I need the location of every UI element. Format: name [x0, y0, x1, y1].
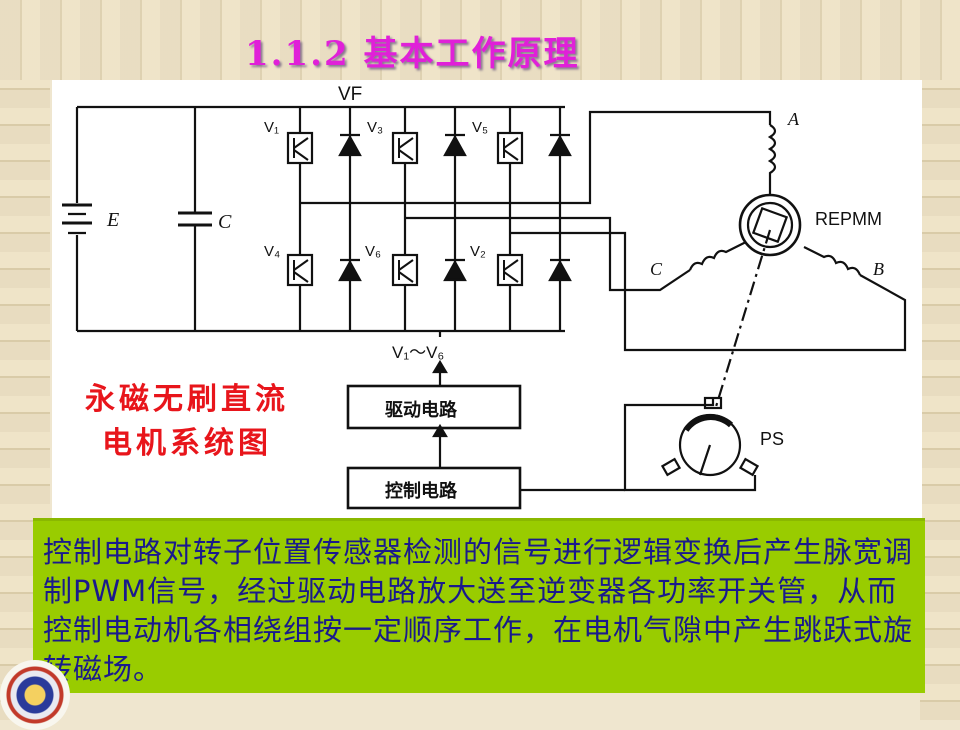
sensor-label: PS — [760, 429, 784, 449]
system-label-line-1: 永磁无刷直流 — [85, 382, 289, 417]
position-sensor: PS — [623, 396, 784, 492]
switch-label-4: V₄ — [264, 243, 280, 260]
switch-label-5: V₅ — [472, 119, 488, 136]
switch-label-2: V₂ — [470, 243, 486, 260]
phase-c-label: C — [650, 259, 663, 279]
system-label-line-2: 电机系统图 — [102, 426, 272, 461]
switch-label-6: V₆ — [365, 243, 381, 260]
motor-repmm: A C B REPMM — [650, 109, 884, 279]
drive-circuit-box: 驱动电路 — [346, 384, 522, 430]
capacitor-c: C — [178, 107, 232, 331]
phase-leads — [350, 110, 907, 352]
slide-title: 1.1.2 基本工作原理 — [245, 34, 580, 74]
gate-signal-bus: V₁～V₆ — [392, 332, 448, 468]
decorative-right-border — [920, 80, 960, 720]
shaft-line — [713, 229, 772, 411]
diagram-panel — [52, 80, 922, 525]
decorative-top-border — [0, 0, 960, 80]
switch-label-3: V₃ — [367, 119, 383, 136]
phase-b-label: B — [873, 259, 884, 279]
caption-text: 控制电路对转子位置传感器检测的信号进行逻辑变换后产生脉宽调制PWM信号，经过驱动… — [43, 535, 914, 686]
switch-label-1: V₁ — [264, 119, 279, 136]
inverter-bridge: V₁ V₃ V₅ V₄ V₆ V₂ — [264, 107, 572, 331]
control-circuit-box: 控制电路 — [346, 466, 625, 510]
drive-circuit-label: 驱动电路 — [385, 399, 458, 421]
phase-a-label: A — [787, 109, 800, 129]
motor-label: REPMM — [815, 209, 882, 229]
control-circuit-label: 控制电路 — [385, 480, 458, 502]
system-label: 永磁无刷直流 电机系统图 — [62, 378, 312, 466]
caption-box: 控制电路对转子位置传感器检测的信号进行逻辑变换后产生脉宽调制PWM信号，经过驱动… — [33, 518, 925, 693]
university-logo — [0, 660, 70, 730]
battery-e: E — [62, 107, 119, 331]
bus-label: V₁～V₆ — [392, 343, 444, 362]
inverter-label: VF — [338, 84, 362, 105]
capacitor-label: C — [218, 211, 232, 233]
battery-label: E — [106, 209, 119, 231]
